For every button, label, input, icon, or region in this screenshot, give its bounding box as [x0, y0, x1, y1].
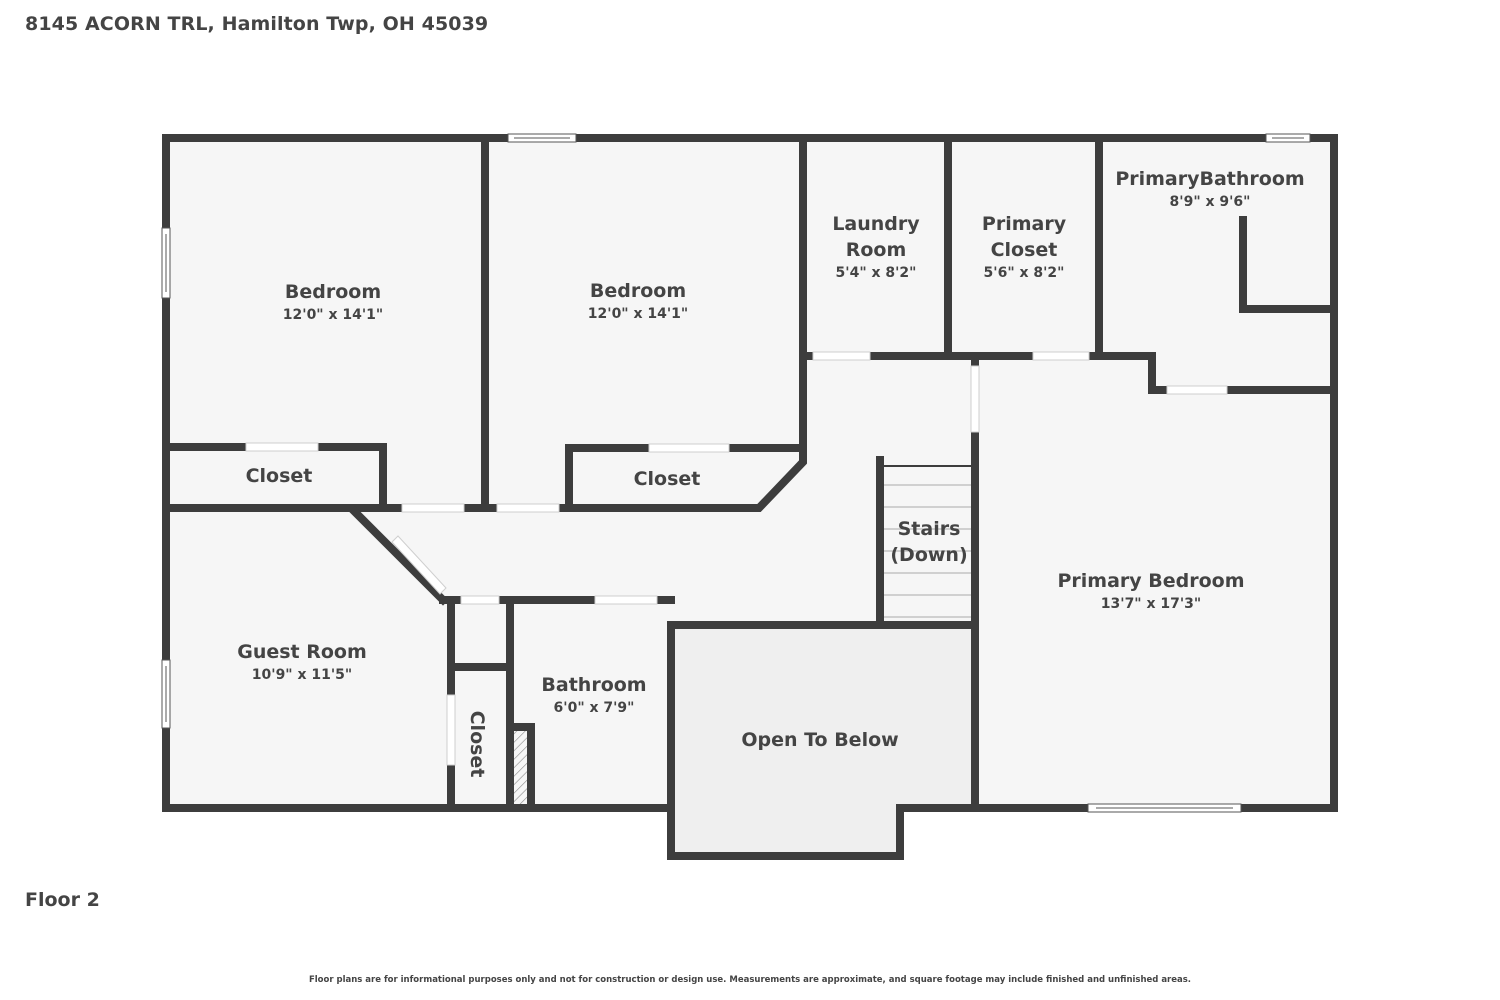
floor-fill	[166, 138, 1334, 856]
svg-text:Room: Room	[846, 239, 907, 261]
open-to-below-area	[673, 628, 973, 855]
room-label-closet-3: Closet	[466, 711, 488, 778]
room-label-open-to-below: Open To Below	[741, 729, 898, 751]
door-primary-bedroom	[970, 365, 980, 433]
doors	[245, 351, 1228, 766]
svg-text:5'6" x 8'2": 5'6" x 8'2"	[984, 265, 1065, 281]
door-primary-bath	[1166, 385, 1228, 395]
svg-text:Laundry: Laundry	[832, 213, 920, 235]
room-label-closet-2: Closet	[634, 468, 701, 490]
svg-text:Stairs: Stairs	[898, 518, 961, 540]
room-label-bathroom: Bathroom 6'0" x 7'9"	[541, 674, 646, 716]
svg-text:5'4" x 8'2": 5'4" x 8'2"	[836, 265, 917, 281]
svg-text:Closet: Closet	[991, 239, 1058, 261]
svg-text:Closet: Closet	[634, 468, 701, 490]
door-guest-room	[391, 535, 447, 595]
room-label-bedroom-1: Bedroom 12'0" x 14'1"	[283, 281, 383, 323]
floor-label: Floor 2	[25, 889, 100, 911]
property-address: 8145 ACORN TRL, Hamilton Twp, OH 45039	[25, 13, 489, 35]
door-closet-2	[648, 443, 730, 453]
svg-text:Primary Bedroom: Primary Bedroom	[1057, 570, 1244, 592]
room-label-primary-bathroom: PrimaryBathroom 8'9" x 9'6"	[1115, 168, 1304, 210]
door-bedroom-1	[401, 503, 465, 513]
svg-text:Closet: Closet	[466, 711, 488, 778]
svg-text:Bedroom: Bedroom	[285, 281, 381, 303]
door-primary-closet	[1032, 351, 1090, 361]
svg-text:Guest Room: Guest Room	[237, 641, 367, 663]
svg-text:12'0" x 14'1": 12'0" x 14'1"	[283, 307, 383, 323]
svg-text:Open To Below: Open To Below	[741, 729, 898, 751]
svg-text:Bedroom: Bedroom	[590, 280, 686, 302]
room-label-bedroom-2: Bedroom 12'0" x 14'1"	[588, 280, 688, 322]
room-label-primary-closet: Primary Closet 5'6" x 8'2"	[982, 213, 1067, 281]
door-laundry	[812, 351, 871, 361]
stair-treads	[884, 465, 971, 618]
door-closet-1	[245, 442, 319, 452]
svg-text:12'0" x 14'1": 12'0" x 14'1"	[588, 306, 688, 322]
svg-text:(Down): (Down)	[890, 544, 967, 566]
svg-text:PrimaryBathroom: PrimaryBathroom	[1115, 168, 1304, 190]
svg-text:Bathroom: Bathroom	[541, 674, 646, 696]
door-hall-linen	[460, 595, 500, 605]
door-bathroom	[594, 595, 658, 605]
svg-text:13'7" x 17'3": 13'7" x 17'3"	[1101, 596, 1201, 612]
room-label-stairs: Stairs (Down)	[890, 518, 967, 566]
windows	[161, 133, 1311, 813]
svg-text:10'9" x 11'5": 10'9" x 11'5"	[252, 667, 352, 683]
door-bedroom-2	[496, 503, 560, 513]
svg-text:Primary: Primary	[982, 213, 1067, 235]
door-closet-3	[446, 694, 456, 766]
room-label-laundry: Laundry Room 5'4" x 8'2"	[832, 213, 920, 281]
shaft-hatch	[512, 730, 529, 805]
room-label-primary-bedroom: Primary Bedroom 13'7" x 17'3"	[1057, 570, 1244, 612]
svg-text:8'9" x 9'6": 8'9" x 9'6"	[1170, 194, 1251, 210]
disclaimer-text: Floor plans are for informational purpos…	[308, 975, 1192, 985]
svg-text:6'0" x 7'9": 6'0" x 7'9"	[554, 700, 635, 716]
room-label-closet-1: Closet	[246, 465, 313, 487]
room-label-guest-room: Guest Room 10'9" x 11'5"	[237, 641, 367, 683]
svg-text:Closet: Closet	[246, 465, 313, 487]
